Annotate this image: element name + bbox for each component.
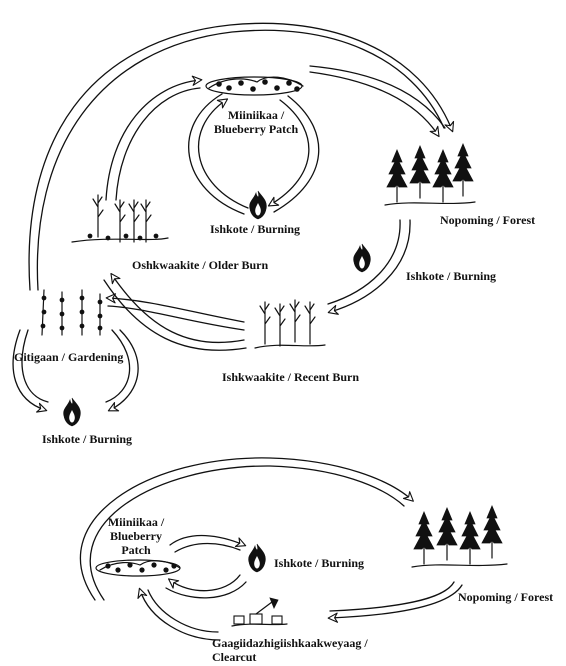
garden-crops-icon (40, 289, 103, 336)
forest-trees-icon (411, 505, 508, 568)
arrow-recent-to-older-burn (103, 272, 247, 351)
blueberry-patch-label-line2: Blueberry Patch (213, 122, 299, 136)
burnt-snags-icon (254, 299, 326, 349)
blueberry-bush-icon (95, 559, 181, 577)
burning-mid-label: Ishkote / Burning (406, 269, 497, 283)
recent-burn-label: Ishkwaakite / Recent Burn (222, 370, 360, 384)
blueberry-bush-icon (205, 76, 304, 96)
arrow-older-burn-to-blueberry (105, 75, 203, 201)
arrow-clearcut-to-blueberry (137, 587, 221, 641)
forest-label-2: Nopoming / Forest (458, 590, 554, 604)
forest-trees-icon (384, 143, 476, 206)
fire-icon (248, 543, 266, 573)
blueberry-patch-label-line1: Miiniikaa / (227, 108, 285, 122)
blueberry-patch-label-2-line2: Blueberry (110, 529, 162, 543)
burning-top-label: Ishkote / Burning (210, 222, 301, 236)
burnt-snags-icon (71, 194, 169, 243)
arrow-outer-to-forest-2 (80, 457, 414, 601)
arrow-burning-to-blueberry (188, 93, 249, 215)
clearcut-label-line2: Clearcut (212, 650, 257, 664)
blueberry-patch-label-2: Miiniikaa / Blueberry Patch (96, 515, 176, 557)
burning-label-2: Ishkote / Burning (274, 556, 365, 570)
clearcut-label-line1: Gaagiidazhigiishkaakweyaag / (212, 636, 368, 650)
fire-icon (63, 397, 81, 427)
stumps-axe-icon (231, 597, 288, 627)
older-burn-label: Oshkwaakite / Older Burn (132, 258, 269, 272)
forest-label: Nopoming / Forest (440, 213, 536, 227)
arrow-blueberry-to-forest (309, 65, 446, 138)
fire-icon (353, 243, 371, 273)
arrow-burning-to-blueberry-2 (165, 574, 247, 599)
clearcut-label: Gaagiidazhigiishkaakweyaag / Clearcut (212, 636, 372, 664)
blueberry-patch-label-2-line1: Miiniikaa / (107, 515, 165, 529)
gardening-label: Gitigaan / Gardening (14, 350, 124, 364)
arrow-gardening-to-burning (12, 329, 139, 413)
blueberry-patch-label-2-line3: Patch (121, 543, 151, 557)
blueberry-patch-label: Miiniikaa / Blueberry Patch (208, 108, 304, 136)
arrow-blueberry-to-burning (267, 95, 320, 213)
arrow-outer-to-forest (28, 22, 455, 291)
arrow-forest-to-clearcut (327, 581, 463, 623)
arrow-blueberry-to-burning-2 (169, 534, 247, 553)
arrow-forest-to-recent-burn (327, 219, 411, 315)
burning-bottom-label: Ishkote / Burning (42, 432, 133, 446)
fire-icon (249, 190, 267, 220)
